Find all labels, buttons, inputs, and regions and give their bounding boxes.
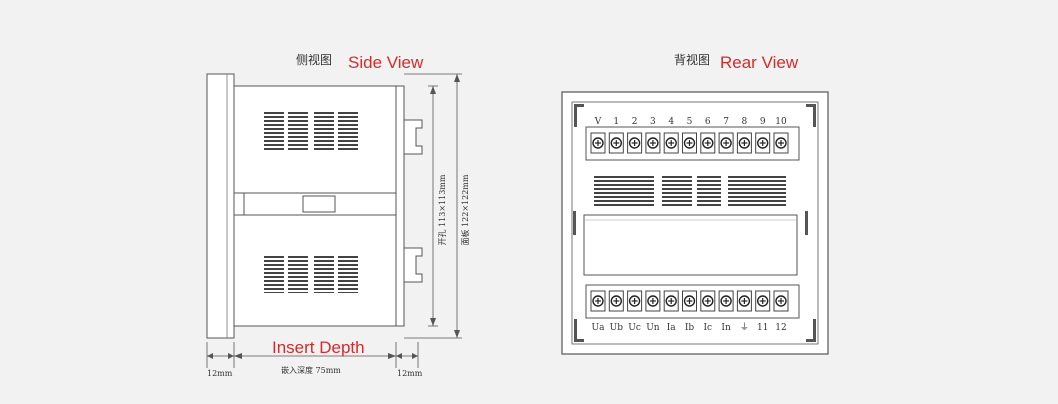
- top-terminals: V 1 2 3 4 5 6 7 8 9 10: [590, 117, 789, 154]
- top-terminal-7: 7: [718, 117, 734, 154]
- top-terminal-2: 2: [627, 117, 643, 154]
- bottom-terminal-label: ⏚: [740, 322, 749, 333]
- bottom-terminal-label: Un: [646, 323, 660, 333]
- rear-view-title: Rear View: [720, 53, 799, 72]
- bottom-terminal-1: Ub: [608, 290, 624, 333]
- bottom-terminal-3: Un: [645, 290, 661, 333]
- side-view-title: Side View: [348, 53, 424, 72]
- top-terminal-label: 5: [687, 117, 693, 127]
- rear-view-cn-label: 背视图: [674, 52, 710, 67]
- front-bezel: [206, 73, 235, 339]
- upper-vents: [264, 111, 358, 150]
- top-terminal-6: 6: [700, 117, 716, 154]
- bottom-terminal-label: Ic: [703, 323, 712, 333]
- bottom-terminal-10: 12: [773, 290, 789, 333]
- bottom-terminals: Ua Ub Uc Un Ia Ib Ic In ⏚ 11 12: [590, 290, 789, 333]
- side-view-cn-label: 侧视图: [296, 52, 332, 67]
- bottom-terminal-8: ⏚: [736, 290, 752, 333]
- rear-vents: [594, 176, 786, 208]
- right-12mm-label: 12mm: [397, 369, 423, 378]
- bottom-terminal-label: Ub: [610, 323, 624, 333]
- bottom-terminal-2: Uc: [627, 290, 643, 333]
- bottom-terminal-7: In: [718, 290, 734, 333]
- top-terminal-label: 1: [613, 117, 619, 127]
- top-terminal-4: 4: [663, 117, 679, 154]
- cutout-dimension-label: 开孔 113×113mm: [438, 174, 447, 245]
- top-terminal-1: 1: [608, 117, 624, 154]
- lower-vents: [264, 254, 358, 293]
- top-terminal-label: 8: [742, 117, 748, 127]
- top-terminal-8: 8: [736, 117, 752, 154]
- top-terminal-label: 3: [650, 117, 656, 127]
- bottom-terminal-5: Ib: [682, 290, 697, 333]
- bottom-terminal-label: In: [721, 323, 731, 333]
- panel-dimension-label: 面板 122×122mm: [460, 174, 470, 245]
- top-terminal-9: 9: [755, 117, 771, 154]
- top-terminal-10: 10: [773, 117, 789, 154]
- bottom-terminal-4: Ia: [663, 290, 679, 333]
- top-terminal-label: 4: [668, 117, 674, 127]
- top-terminal-0: V: [590, 117, 606, 154]
- side-view: 侧视图 Side View: [206, 52, 470, 378]
- depth-dimension-label: 嵌入深度 75mm: [281, 365, 341, 375]
- bottom-terminal-label: 11: [757, 323, 768, 333]
- top-terminal-3: 3: [645, 117, 661, 154]
- top-terminal-label: V: [594, 117, 602, 127]
- upper-connector: [403, 119, 423, 155]
- top-terminal-label: 7: [723, 117, 729, 127]
- label-window: [583, 214, 798, 276]
- body-clip: [302, 195, 336, 213]
- bottom-terminal-label: 12: [775, 323, 786, 333]
- bottom-terminal-label: Uc: [628, 323, 641, 333]
- bottom-terminal-6: Ic: [700, 290, 716, 333]
- bottom-terminal-label: Ib: [685, 323, 695, 333]
- top-terminal-label: 6: [705, 117, 711, 127]
- top-terminal-label: 9: [760, 117, 766, 127]
- left-12mm-label: 12mm: [207, 369, 233, 378]
- top-terminal-label: 2: [632, 117, 638, 127]
- top-terminal-5: 5: [682, 117, 697, 154]
- bottom-terminal-0: Ua: [590, 290, 606, 333]
- bottom-terminal-label: Ua: [592, 323, 606, 333]
- top-terminal-label: 10: [775, 117, 787, 127]
- bottom-terminal-9: 11: [755, 290, 771, 333]
- lower-connector: [403, 247, 423, 283]
- bottom-terminal-label: Ia: [667, 323, 677, 333]
- rear-plate: [395, 85, 405, 327]
- insert-depth-title: Insert Depth: [272, 338, 365, 357]
